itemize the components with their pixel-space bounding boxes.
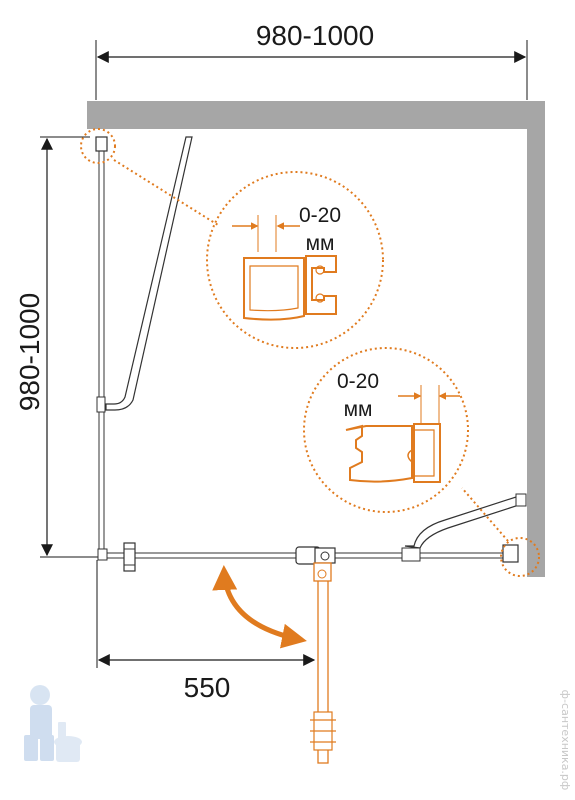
open-door-panel <box>310 562 336 764</box>
top-width-dimension: 980-1000 <box>95 20 528 100</box>
plumber-logo <box>24 685 82 762</box>
door-offset-dimension: 550 <box>96 560 316 703</box>
left-wall-profile <box>95 136 108 152</box>
left-depth-dimension: 980-1000 <box>14 136 100 558</box>
walls <box>87 101 545 577</box>
right-bar-clamp <box>401 547 421 562</box>
detail-callout-2: 0-20 мм <box>303 347 540 577</box>
detail-2-range: 0-20 <box>337 370 379 393</box>
door-swing-arrow <box>212 565 307 649</box>
left-glass-panel <box>95 136 193 557</box>
side-wall <box>527 101 545 577</box>
stabilizer-bar <box>105 136 193 411</box>
detail-2-profile <box>345 424 413 483</box>
left-depth-label: 980-1000 <box>14 293 45 411</box>
detail-callout-1: 0-20 мм <box>80 128 384 349</box>
door-offset-label: 550 <box>184 672 231 703</box>
top-width-label: 980-1000 <box>256 20 374 51</box>
left-hinge-clamp <box>96 396 106 413</box>
watermark: ф-сантехника.рф <box>24 685 572 790</box>
corner-connector <box>97 548 108 561</box>
front-hinge-clamp <box>123 542 136 572</box>
detail-1-range: 0-20 <box>299 204 341 227</box>
detail-1-unit: мм <box>306 232 335 255</box>
door-pivot-hinge <box>295 546 336 565</box>
detail-1-profile <box>243 257 305 321</box>
watermark-text: ф-сантехника.рф <box>559 690 572 791</box>
back-wall <box>87 101 527 129</box>
right-wall-profile <box>502 544 519 563</box>
detail-2-unit: мм <box>344 398 373 421</box>
